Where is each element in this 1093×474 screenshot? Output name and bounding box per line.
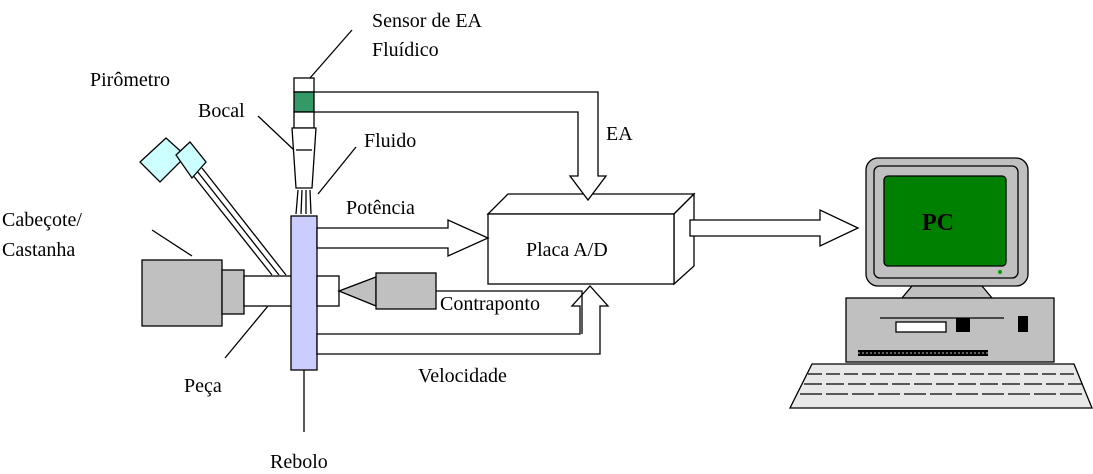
ea-arrow: [313, 91, 608, 202]
cabecote-leader: [151, 229, 193, 257]
label-rebolo: Rebolo: [270, 451, 328, 473]
label-pirometro: Pirômetro: [90, 69, 170, 91]
fluid-jets: [295, 189, 312, 215]
label-sensor-line1: Sensor de EA: [372, 10, 483, 32]
label-contraponto: Contraponto: [440, 293, 540, 315]
label-bocal: Bocal: [198, 100, 245, 122]
label-peca: Peça: [184, 375, 222, 397]
pirometro: [139, 137, 207, 183]
label-velocidade: Velocidade: [418, 365, 507, 387]
pc-computer: [788, 157, 1093, 409]
label-placa: Placa A/D: [526, 239, 608, 261]
contraponto-link: [436, 290, 583, 334]
rebolo: [290, 215, 318, 371]
sensor-ea: [293, 91, 315, 113]
label-potencia: Potência: [346, 197, 415, 219]
potencia-arrow: [316, 218, 490, 258]
label-fluido: Fluido: [364, 130, 416, 152]
fluido-leader: [317, 146, 357, 195]
peca-leader: [224, 305, 269, 359]
placa-ad-box: [486, 192, 696, 286]
velocidade-arrow: [316, 285, 610, 355]
pc-arrow: [689, 208, 860, 248]
label-sensor-line2: Fluídico: [372, 39, 439, 61]
label-cabecote-line1: Cabeçote/: [2, 209, 82, 231]
nozzle: [291, 77, 317, 189]
sensor-leader: [309, 29, 353, 79]
label-ea: EA: [606, 123, 633, 145]
headstock: [141, 259, 245, 327]
label-cabecote-line2: Castanha: [2, 239, 75, 261]
workpiece: [243, 275, 293, 307]
pirometro-cables: [191, 167, 287, 276]
tailstock: [316, 272, 437, 310]
label-pc: PC: [922, 210, 954, 236]
bocal-leader: [257, 115, 295, 151]
